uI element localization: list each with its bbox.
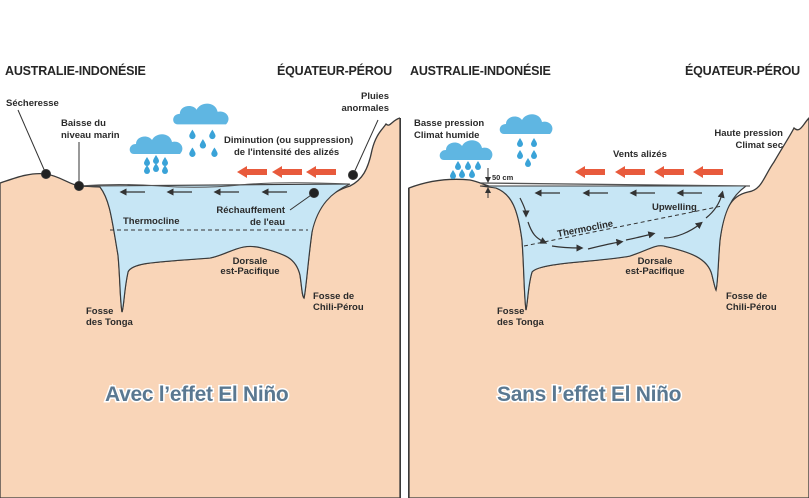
cloud-icon bbox=[499, 114, 553, 134]
label-high-pressure: Haute pression bbox=[714, 128, 783, 139]
raindrop-icon bbox=[211, 147, 218, 157]
raindrop-icon bbox=[531, 138, 537, 147]
raindrop-icon bbox=[153, 163, 159, 172]
label-chile-1: Fosse de bbox=[726, 291, 767, 302]
wind-arrow-icon bbox=[654, 166, 684, 178]
label-warming-1: Réchauffement bbox=[216, 205, 285, 216]
label-tonga-2: des Tonga bbox=[86, 317, 134, 328]
raindrop-icon bbox=[469, 169, 475, 178]
label-humid-climate: Climat humide bbox=[414, 130, 479, 141]
label-ridge-1: Dorsale bbox=[638, 256, 673, 267]
left-panel: AUSTRALIE-INDONÉSIE ÉQUATEUR-PÉROU Séche… bbox=[0, 63, 401, 498]
left-pointers bbox=[17, 109, 379, 211]
raindrop-icon bbox=[162, 157, 168, 166]
right-circulation-arrows bbox=[519, 190, 725, 252]
right-ocean bbox=[479, 185, 748, 311]
label-trade-winds: Vents alizés bbox=[613, 149, 667, 160]
label-tonga-1: Fosse bbox=[497, 306, 524, 317]
raindrop-icon bbox=[517, 138, 523, 147]
right-cloud-large bbox=[499, 114, 553, 167]
label-upwelling: Upwelling bbox=[652, 202, 697, 213]
label-chile-2: Chili-Pérou bbox=[726, 302, 777, 313]
raindrop-icon bbox=[450, 170, 456, 179]
right-cloud-small bbox=[439, 140, 493, 179]
right-header-west: AUSTRALIE-INDONÉSIE bbox=[410, 63, 551, 78]
right-wind-arrows bbox=[575, 166, 723, 178]
raindrop-icon bbox=[162, 165, 168, 174]
raindrop-icon bbox=[525, 158, 531, 167]
label-low-pressure: Basse pression bbox=[414, 118, 484, 129]
label-dry-climate: Climat sec bbox=[735, 140, 783, 151]
raindrop-icon bbox=[459, 169, 465, 178]
label-tonga-2: des Tonga bbox=[497, 317, 545, 328]
wind-arrow-icon bbox=[237, 166, 267, 178]
raindrop-icon bbox=[189, 147, 196, 157]
right-thermocline-line bbox=[523, 205, 723, 247]
label-sea-level-1: Baisse du bbox=[61, 118, 106, 129]
label-drought: Sécheresse bbox=[6, 98, 59, 109]
raindrop-icon bbox=[144, 157, 150, 166]
raindrop-icon bbox=[531, 150, 537, 159]
label-rain-1: Pluies bbox=[361, 91, 389, 102]
panel-divider bbox=[400, 0, 408, 498]
label-warming-2: de l'eau bbox=[250, 217, 285, 228]
label-tonga-1: Fosse bbox=[86, 306, 113, 317]
raindrop-icon bbox=[475, 161, 481, 170]
label-ridge-2: est-Pacifique bbox=[220, 266, 279, 277]
label-sea-diff: 50 cm bbox=[492, 173, 514, 182]
wind-arrow-icon bbox=[306, 166, 336, 178]
raindrop-icon bbox=[199, 139, 207, 149]
raindrop-icon bbox=[209, 129, 216, 140]
wind-arrow-icon bbox=[575, 166, 605, 178]
label-sea-level-2: niveau marin bbox=[61, 130, 120, 141]
left-cloud-small bbox=[129, 134, 183, 174]
label-ridge-2: est-Pacifique bbox=[625, 266, 684, 277]
cloud-icon bbox=[129, 134, 183, 154]
wind-arrow-icon bbox=[615, 166, 645, 178]
right-header-east: ÉQUATEUR-PÉROU bbox=[685, 63, 800, 78]
left-ocean bbox=[79, 183, 351, 313]
label-thermocline: Thermocline bbox=[123, 216, 180, 227]
raindrop-icon bbox=[144, 165, 150, 174]
wind-arrow-icon bbox=[693, 166, 723, 178]
raindrop-icon bbox=[153, 155, 159, 164]
left-header-west: AUSTRALIE-INDONÉSIE bbox=[5, 63, 146, 78]
left-wind-arrows bbox=[237, 166, 336, 178]
right-title: Sans l’effet El Niño bbox=[497, 383, 681, 406]
raindrop-icon bbox=[517, 150, 523, 159]
right-sea-surface bbox=[479, 182, 751, 187]
left-title: Avec l’effet El Niño bbox=[105, 383, 288, 406]
left-header-east: ÉQUATEUR-PÉROU bbox=[277, 63, 392, 78]
cloud-icon bbox=[439, 140, 493, 160]
raindrop-icon bbox=[465, 161, 471, 170]
label-winds-2: de l'intensité des alizés bbox=[234, 147, 339, 158]
raindrop-icon bbox=[455, 161, 461, 170]
label-chile-1: Fosse de bbox=[313, 291, 354, 302]
cloud-icon bbox=[173, 103, 229, 125]
label-winds-1: Diminution (ou suppression) bbox=[224, 135, 353, 146]
right-panel: AUSTRALIE-INDONÉSIE ÉQUATEUR-PÉROU Basse… bbox=[408, 63, 809, 498]
label-ridge-1: Dorsale bbox=[233, 256, 268, 267]
left-sea-surface bbox=[77, 182, 351, 188]
label-rain-2: anormales bbox=[341, 103, 389, 114]
label-chile-2: Chili-Pérou bbox=[313, 302, 364, 313]
wind-arrow-icon bbox=[272, 166, 302, 178]
raindrop-icon bbox=[189, 129, 196, 140]
